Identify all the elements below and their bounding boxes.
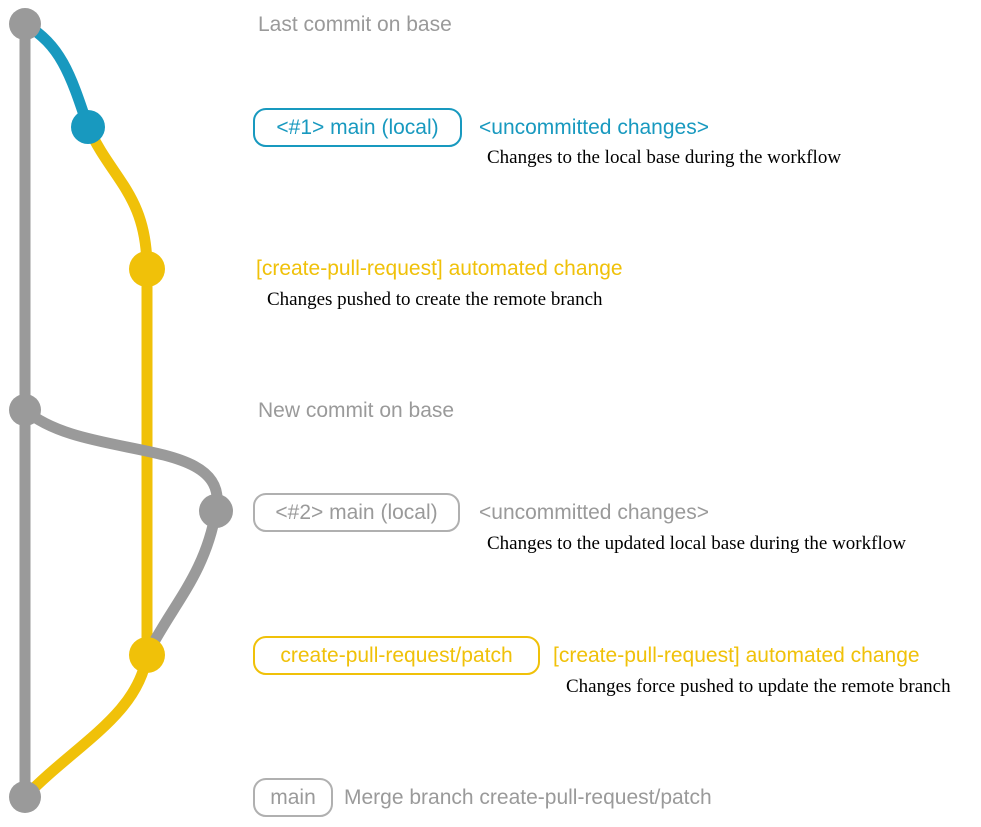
branch-label-text: main <box>270 785 316 809</box>
commit-dot-new-commit-on-base <box>9 394 41 426</box>
commit-note-automated-change-1: Changes pushed to create the remote bran… <box>267 289 603 310</box>
commit-dot-automated-change-1 <box>129 251 165 287</box>
commit-dot-merge-commit <box>9 781 41 813</box>
branch-curve-updated-local-out <box>19 404 223 517</box>
branch-curve-updated-local-in <box>141 505 222 661</box>
commit-dot-local-main-1 <box>71 110 105 144</box>
branch-label-main-local-2: <#2> main (local) <box>253 493 460 532</box>
branch-label-create-pull-request-patch: create-pull-request/patch <box>253 636 540 675</box>
branch-label-main-local-1: <#1> main (local) <box>253 108 462 147</box>
commit-message-automated-change-1: [create-pull-request] automated change <box>256 257 623 280</box>
commit-graph <box>9 8 233 813</box>
commit-note-local-main-2: Changes to the updated local base during… <box>487 533 906 554</box>
commit-message-merge-commit: Merge branch create-pull-request/patch <box>344 786 712 809</box>
branch-curve-local-main <box>19 18 94 133</box>
commit-message-automated-change-2: [create-pull-request] automated change <box>553 644 920 667</box>
commit-message-local-main-2: <uncommitted changes> <box>479 501 709 524</box>
branch-label-text: create-pull-request/patch <box>280 643 513 667</box>
branch-curve-patch-out <box>82 121 153 275</box>
branch-label-main: main <box>253 778 333 817</box>
commit-note-local-main-1: Changes to the local base during the wor… <box>487 147 842 168</box>
commit-message-new-commit-on-base: New commit on base <box>258 399 455 422</box>
commit-dot-local-main-2 <box>199 494 233 528</box>
branch-curve-patch-merge <box>19 649 153 803</box>
branch-label-text: <#1> main (local) <box>276 115 439 139</box>
commit-dot-automated-change-2 <box>129 637 165 673</box>
branch-label-text: <#2> main (local) <box>275 500 438 524</box>
commit-message-local-main-1: <uncommitted changes> <box>479 116 709 139</box>
commit-note-automated-change-2: Changes force pushed to update the remot… <box>566 676 951 697</box>
commit-message-last-commit-on-base: Last commit on base <box>258 13 452 36</box>
commit-dot-last-commit-on-base <box>9 8 41 40</box>
